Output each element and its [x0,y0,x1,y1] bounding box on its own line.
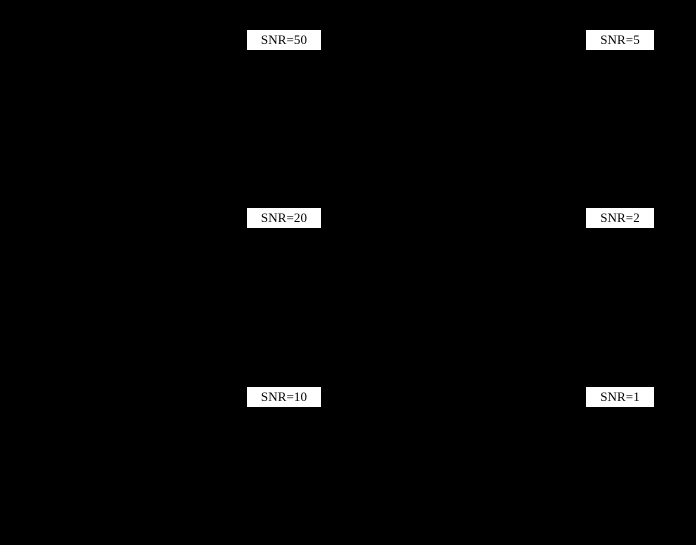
panel-title-snr-20: SNR=20 [246,207,322,229]
panel-snr-50[interactable] [0,0,348,181]
panel-title-snr-10: SNR=10 [246,386,322,408]
panel-title-snr-50: SNR=50 [246,29,322,51]
panel-title-snr-1: SNR=1 [585,386,655,408]
panel-image-snr-5 [348,0,696,181]
panel-title-snr-2: SNR=2 [585,207,655,229]
panel-snr-10[interactable] [0,360,348,545]
panel-title-snr-5: SNR=5 [585,29,655,51]
panel-snr-5[interactable] [348,0,696,181]
panel-image-snr-50 [0,0,348,181]
